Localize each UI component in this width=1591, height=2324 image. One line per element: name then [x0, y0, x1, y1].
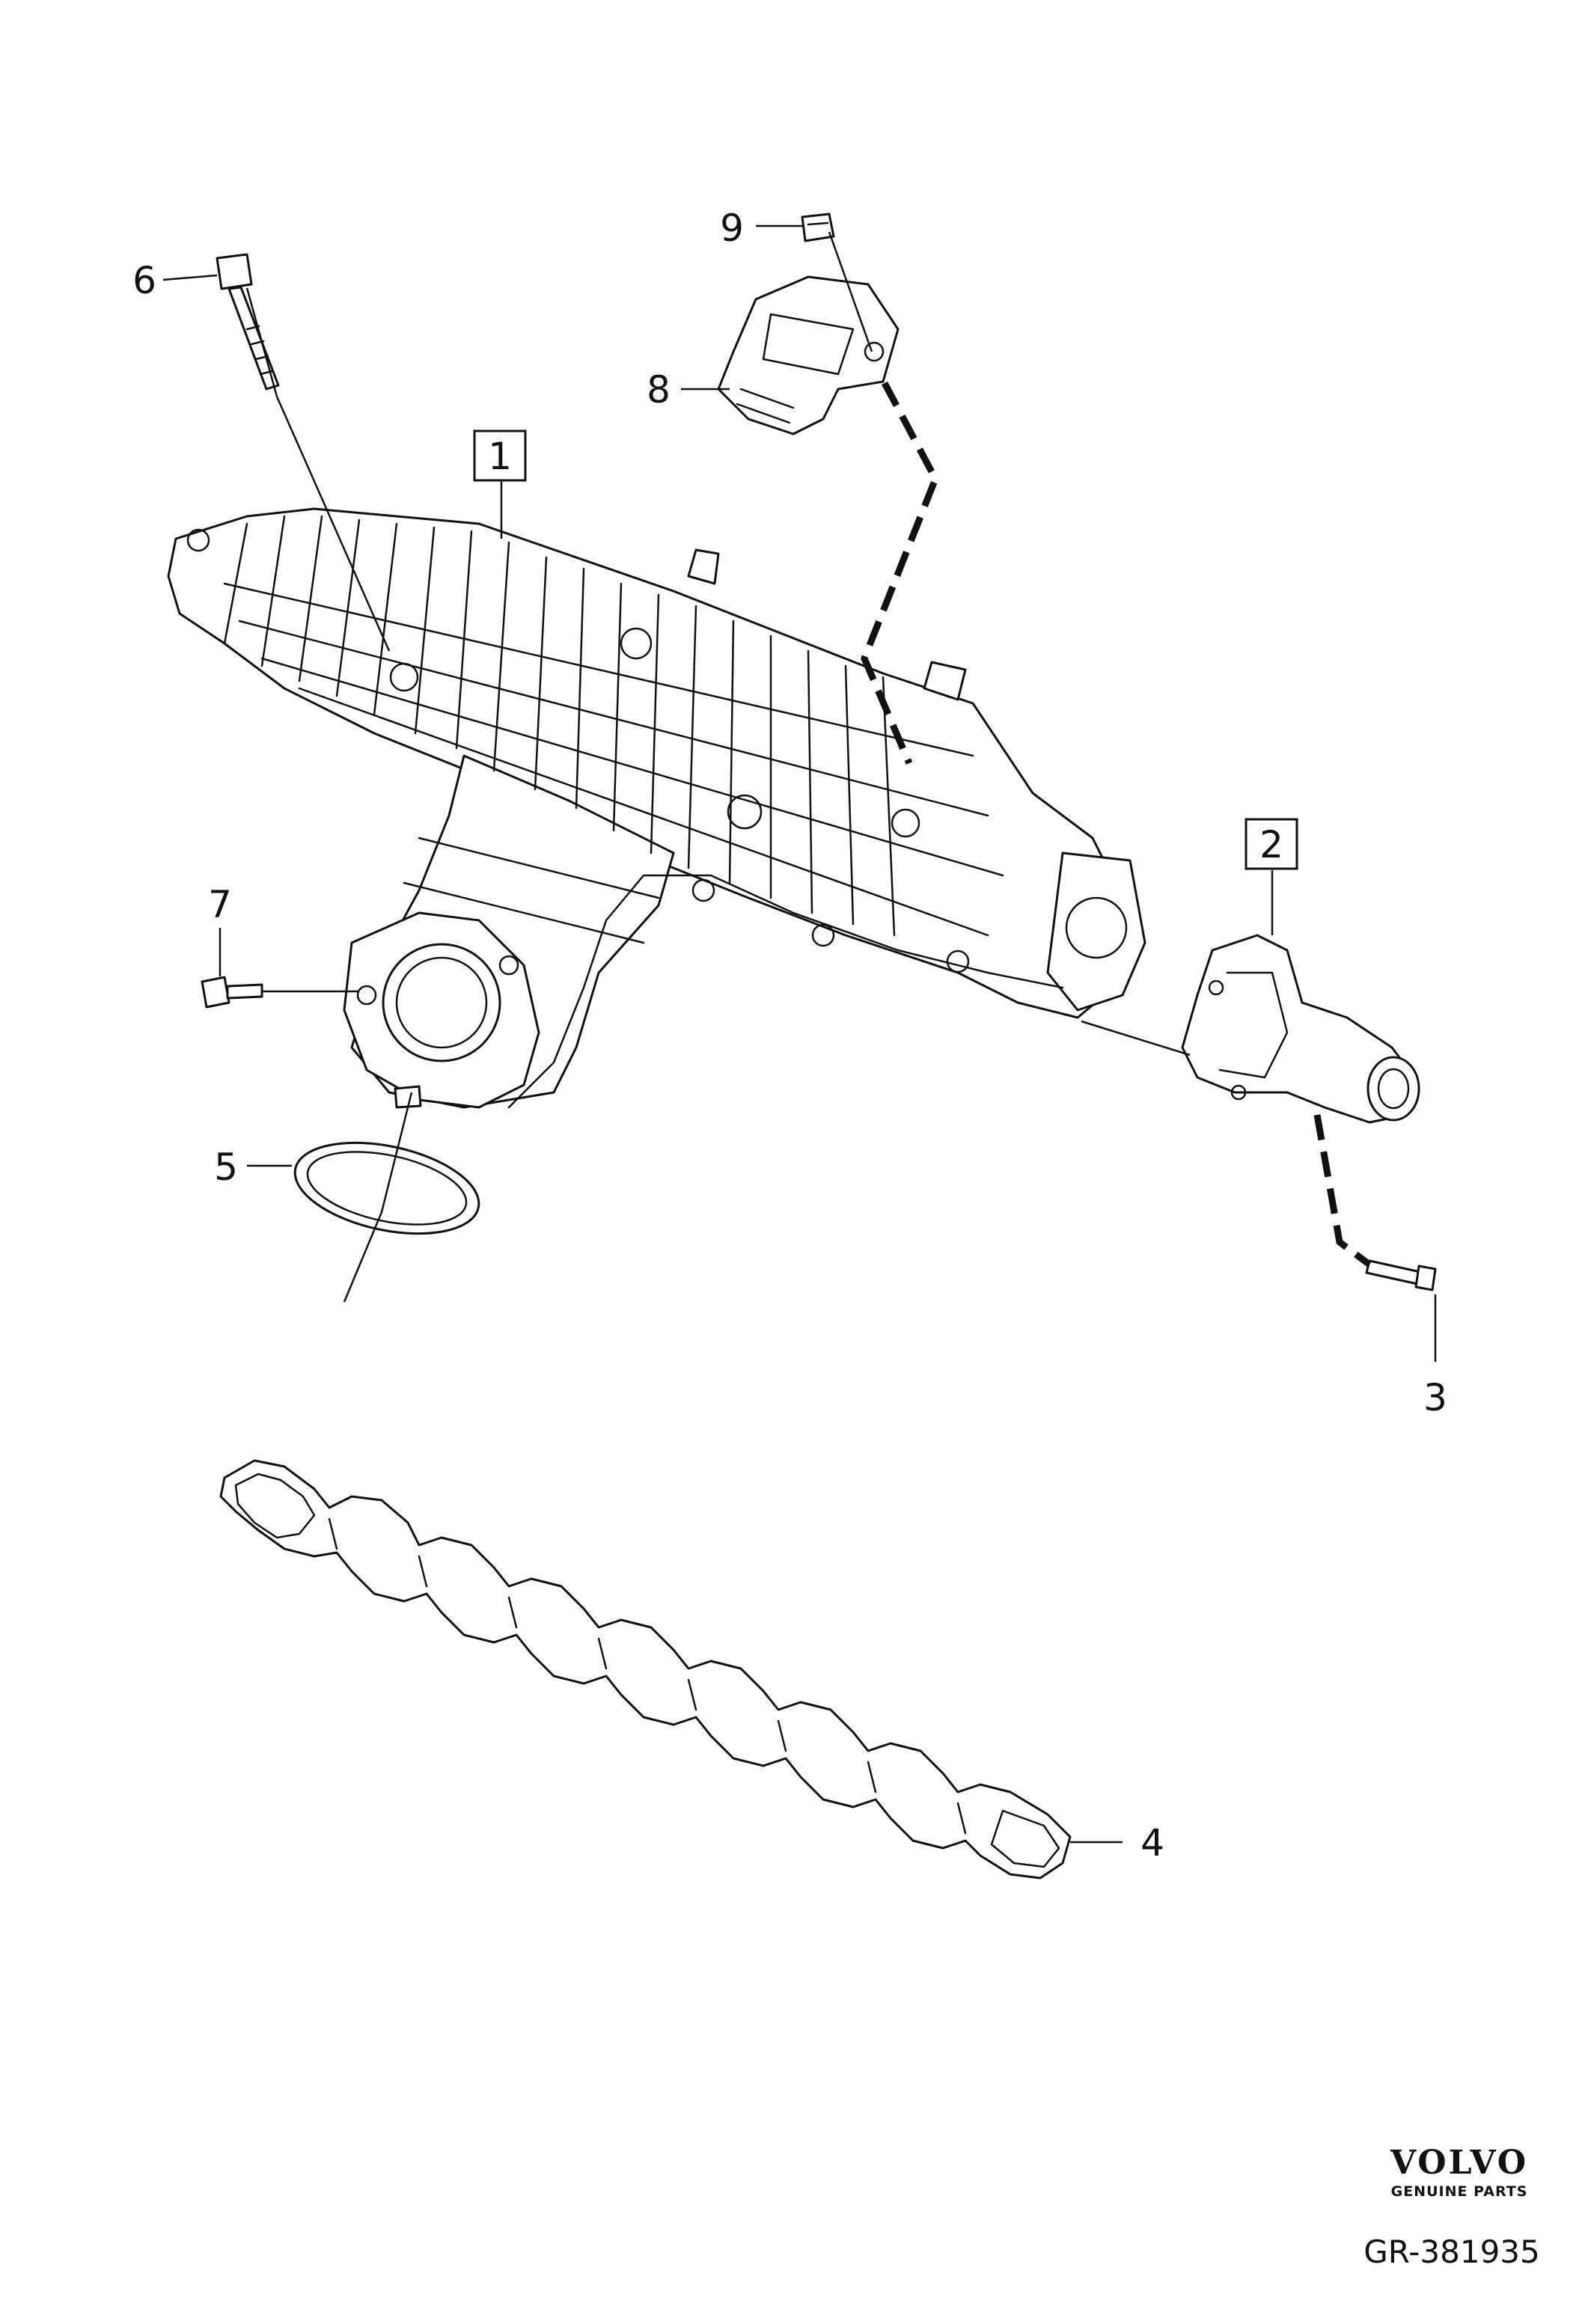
callout-box-1 [473, 429, 527, 482]
callout-7: 7 [208, 883, 232, 926]
actuator-unit [1181, 934, 1420, 1124]
callout-6: 6 [132, 259, 156, 302]
callout-4: 4 [1140, 1821, 1164, 1865]
callout-2: 2 [1259, 823, 1283, 866]
intake-manifold [167, 507, 1146, 1109]
callout-9: 9 [720, 207, 744, 250]
pressure-sensor [717, 275, 900, 435]
reference-code: GR-381935 [1364, 2233, 1540, 2270]
callout-8: 8 [647, 368, 671, 412]
bolt-3 [1365, 1259, 1437, 1291]
bolt-7 [201, 976, 263, 1009]
callout-3: 3 [1423, 1376, 1447, 1419]
callout-1: 1 [488, 435, 512, 478]
leader-lines [162, 224, 1437, 1844]
genuine-parts-label: GENUINE PARTS [1390, 2183, 1528, 2200]
callout-5: 5 [214, 1146, 238, 1189]
manifold-gasket [219, 1459, 1072, 1880]
volvo-logo: VOLVO [1390, 2144, 1529, 2182]
bolt-6 [216, 253, 280, 391]
callout-labels: 1 2 3 4 5 6 7 8 9 [132, 207, 1447, 1865]
screw-9 [801, 212, 835, 242]
callout-box-2 [1245, 818, 1298, 870]
